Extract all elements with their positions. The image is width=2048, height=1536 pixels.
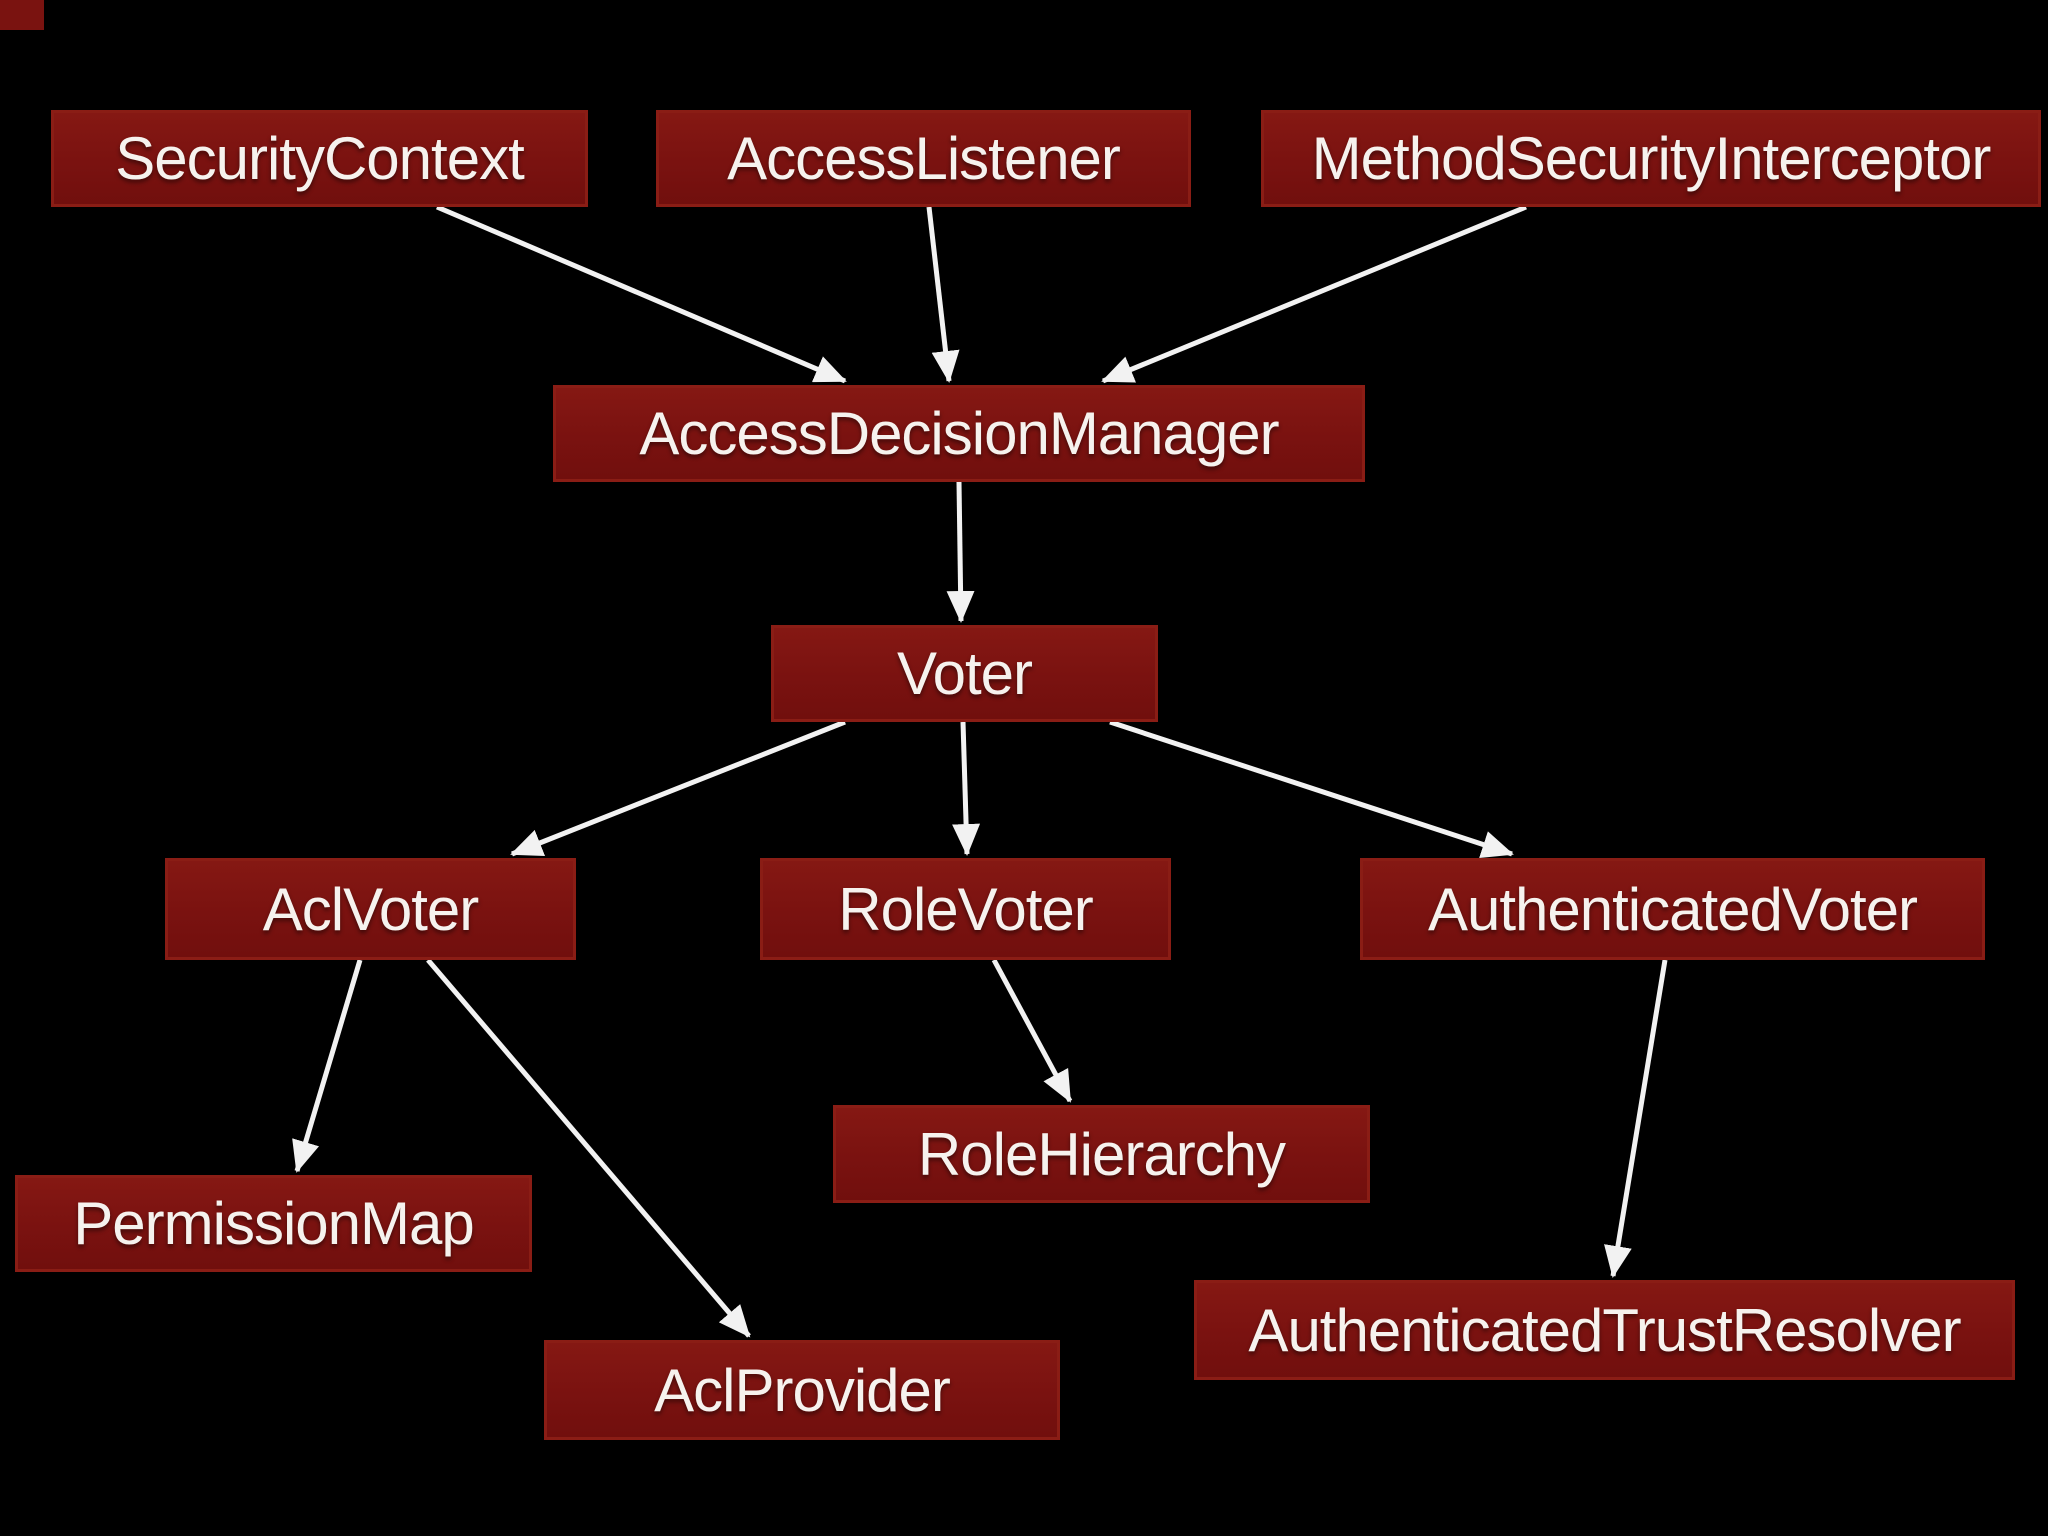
edge-voter-aclvoter bbox=[510, 719, 846, 857]
node-voter: Voter bbox=[771, 625, 1158, 722]
node-authenticated-voter: AuthenticatedVoter bbox=[1360, 858, 1985, 960]
edge-rolevoter-rolehierarchy bbox=[991, 958, 1073, 1103]
node-role-hierarchy: RoleHierarchy bbox=[833, 1105, 1370, 1203]
node-role-voter: RoleVoter bbox=[760, 858, 1171, 960]
edge-accessdecisionmanager-voter bbox=[946, 481, 975, 623]
node-permission-map: PermissionMap bbox=[15, 1175, 532, 1272]
edge-voter-rolevoter bbox=[952, 721, 981, 856]
node-acl-provider: AclProvider bbox=[544, 1340, 1060, 1440]
node-authenticated-trust-resolver: AuthenticatedTrustResolver bbox=[1194, 1280, 2015, 1380]
node-access-listener: AccessListener bbox=[656, 110, 1191, 207]
edge-accesslistener-accessdecisionmanager bbox=[926, 206, 960, 383]
edge-voter-authenticatedvoter bbox=[1109, 719, 1514, 858]
node-security-context: SecurityContext bbox=[51, 110, 588, 207]
edge-aclvoter-aclprovider bbox=[426, 958, 751, 1338]
edge-authenticatedvoter-authenticatedtrustresolver bbox=[1604, 959, 1668, 1278]
edge-aclvoter-permissionmap bbox=[292, 959, 363, 1173]
node-acl-voter: AclVoter bbox=[165, 858, 576, 960]
node-access-decision-manager: AccessDecisionManager bbox=[553, 385, 1365, 482]
corner-red-artifact bbox=[0, 0, 44, 30]
node-method-security-interceptor: MethodSecurityInterceptor bbox=[1261, 110, 2041, 207]
edge-securitycontext-accessdecisionmanager bbox=[436, 204, 847, 384]
edge-methodsecurityinterceptor-accessdecisionmanager bbox=[1101, 204, 1527, 384]
